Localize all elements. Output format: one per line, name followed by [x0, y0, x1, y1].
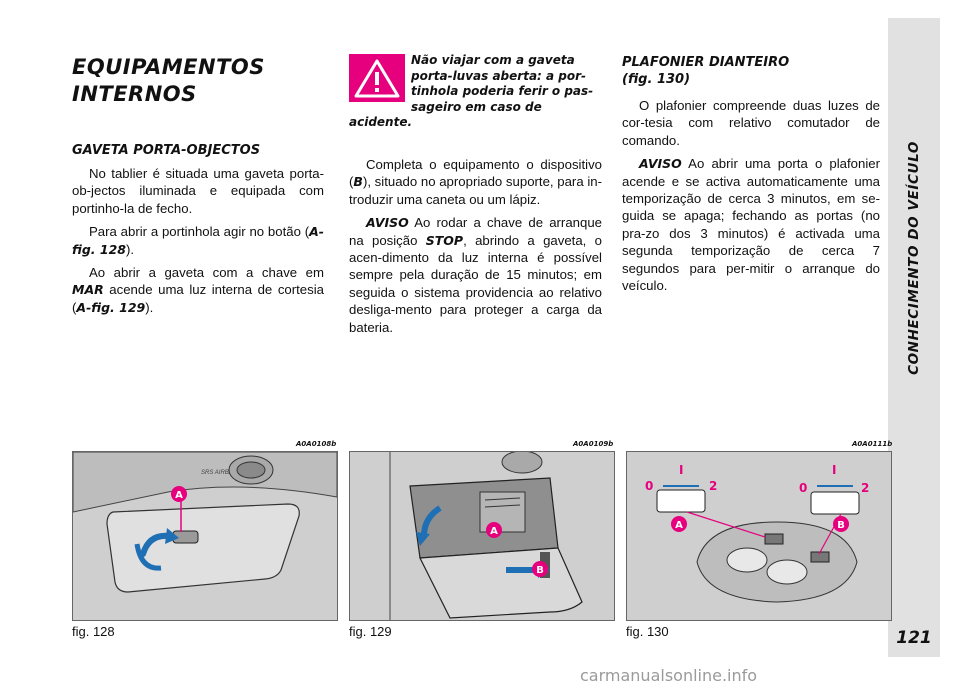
figure-129-image: A B: [349, 451, 615, 621]
svg-text:B: B: [536, 565, 544, 576]
label-b-marker: [532, 561, 548, 577]
figure-code: A0A0109b: [573, 440, 614, 448]
label-b-marker: [833, 516, 849, 532]
paragraph: Completa o equipamento o dispositivo (B)…: [349, 157, 602, 207]
svg-text:A: A: [490, 526, 498, 537]
figure-code: A0A0108b: [296, 440, 337, 448]
figure-caption: fig. 129: [349, 624, 392, 639]
svg-text:B: B: [837, 520, 845, 531]
svg-text:I: I: [832, 463, 836, 477]
section-sidebar: CONHECIMENTO DO VEÍCULO 121: [888, 18, 940, 657]
svg-text:I: I: [679, 463, 683, 477]
svg-text:0: 0: [799, 481, 807, 495]
paragraph: AVISO Ao abrir uma porta o plafonier ace…: [622, 156, 880, 294]
paragraph: Para abrir a portinhola agir no botão (A…: [72, 224, 324, 257]
paragraph: No tablier é situada uma gaveta porta-ob…: [72, 166, 324, 216]
svg-text:A: A: [675, 520, 683, 531]
svg-text:0: 0: [645, 479, 653, 493]
warning-icon: [349, 54, 405, 102]
svg-text:2: 2: [861, 481, 869, 495]
section-heading-glovebox: GAVETA PORTA-OBJECTOS: [72, 143, 261, 158]
airbag-label: SRS AIRBAG: [201, 470, 238, 476]
figure-caption: fig. 130: [626, 624, 669, 639]
figure-caption: fig. 128: [72, 624, 115, 639]
label-a-marker: [486, 522, 502, 538]
section-title: CONHECIMENTO DO VEÍCULO: [906, 141, 922, 375]
paragraph: O plafonier compreende duas luzes de cor…: [622, 98, 880, 148]
svg-text:A: A: [175, 490, 183, 501]
paragraph: AVISO Ao rodar a chave de arranque na po…: [349, 215, 602, 335]
label-a-marker: [171, 486, 187, 502]
figure-128-image: SRS AIRBAG A: [72, 451, 338, 621]
label-a-marker: [671, 516, 687, 532]
section-heading-plafonier: PLAFONIER DIANTEIRO(fig. 130): [622, 55, 790, 87]
paragraph: Ao abrir a gaveta com a chave em MAR ace…: [72, 265, 324, 315]
warning-text: Não viajar com a gaveta porta-luvas aber…: [349, 53, 594, 129]
page-number: 121: [896, 628, 932, 648]
watermark: carmanualsonline.info: [580, 666, 758, 685]
svg-text:2: 2: [709, 479, 717, 493]
figure-code: A0A0111b: [852, 440, 893, 448]
figure-130-image: 0 I 2 0 I 2 A B: [626, 451, 892, 621]
